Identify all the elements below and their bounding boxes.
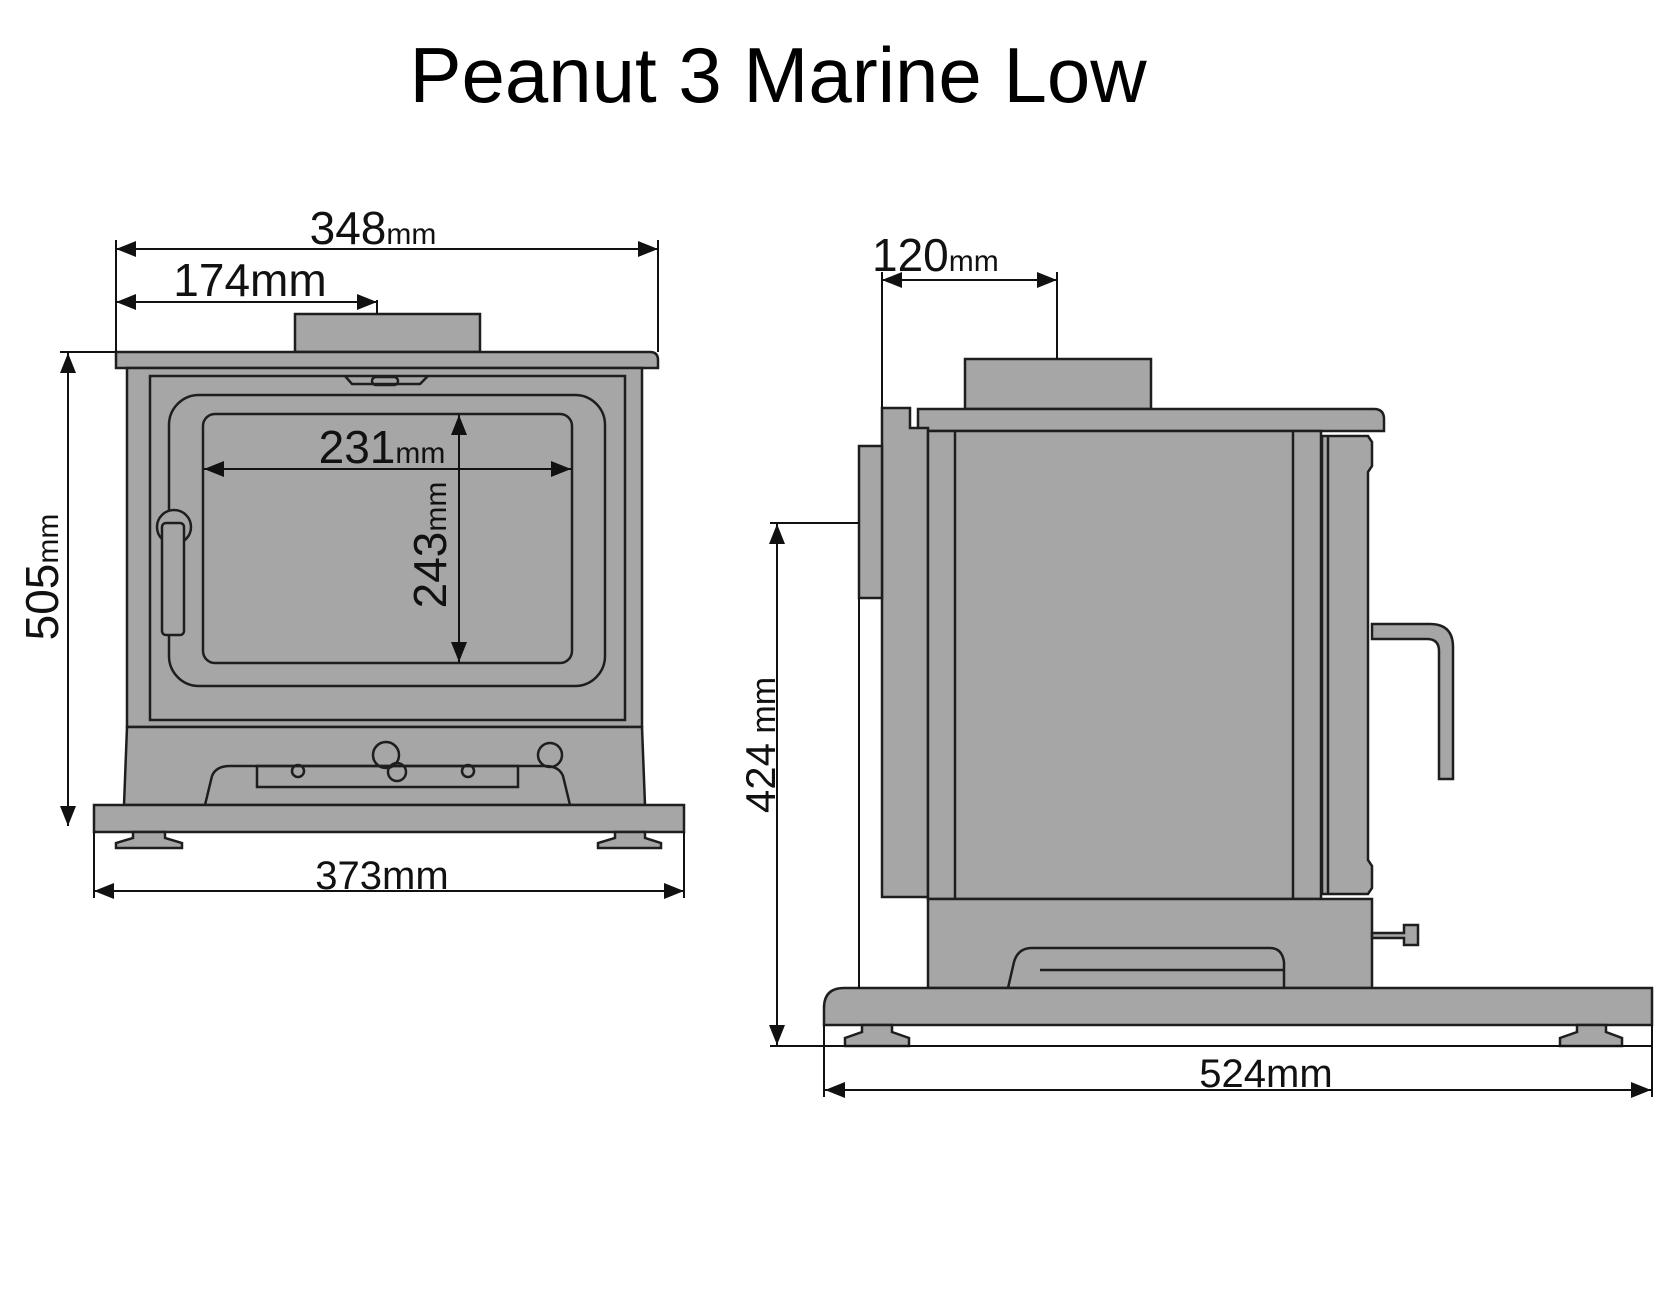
door-handle: [160, 521, 186, 637]
dim-label-flue-center: 174mm: [173, 254, 326, 306]
ashpan-bolt-icon: [460, 763, 476, 779]
ashpan-panel: [255, 764, 520, 789]
rear-heat-shield: [880, 406, 930, 899]
dim-label-plinth-depth: 524mm: [1199, 1052, 1332, 1096]
dim-label-plinth-width: 373mm: [315, 854, 448, 898]
dim-label-flue-offset: 120mm: [872, 229, 999, 281]
rear-outlet-plate: [857, 444, 884, 600]
dim-label-overall-height: 505mm: [16, 514, 68, 641]
air-control-knob-side: [1370, 923, 1420, 947]
side-view: 120mm 424 mm 524mm: [737, 229, 1654, 1098]
front-plinth: [92, 803, 686, 834]
front-body: [125, 366, 644, 729]
side-flue-collar: [963, 357, 1153, 411]
dim-label-glass-height: 243mm: [404, 482, 456, 609]
air-control-knob: [371, 740, 401, 770]
door-latch-slot: [370, 375, 400, 387]
side-door-handle: [1370, 622, 1455, 781]
side-base: [926, 897, 1374, 990]
diagram-title: Peanut 3 Marine Low: [409, 31, 1147, 119]
ashpan-handle-icon: [386, 761, 408, 783]
front-flue-collar: [293, 312, 482, 354]
dim-label-rear-outlet-height: 424 mm: [737, 677, 784, 813]
side-body: [926, 429, 1323, 901]
side-top-plate: [916, 407, 1386, 433]
front-foot-right: [596, 830, 663, 850]
side-foot-left: [843, 1023, 911, 1048]
side-foot-right: [1558, 1023, 1624, 1048]
side-plinth: [822, 986, 1654, 1027]
dim-label-overall-width: 348mm: [310, 202, 437, 254]
air-control-knob-right: [536, 741, 564, 769]
front-foot-left: [114, 830, 184, 850]
front-top-plate: [114, 350, 660, 370]
dim-label-glass-width: 231mm: [319, 421, 446, 473]
ashpan-bolt-icon: [290, 763, 306, 779]
side-door: [1320, 434, 1374, 896]
front-view: 348mm 174mm 231mm 243mm 505mm 373mm: [16, 202, 686, 899]
glass-panel: [201, 412, 574, 665]
side-ashpan-arch: [1006, 946, 1286, 989]
